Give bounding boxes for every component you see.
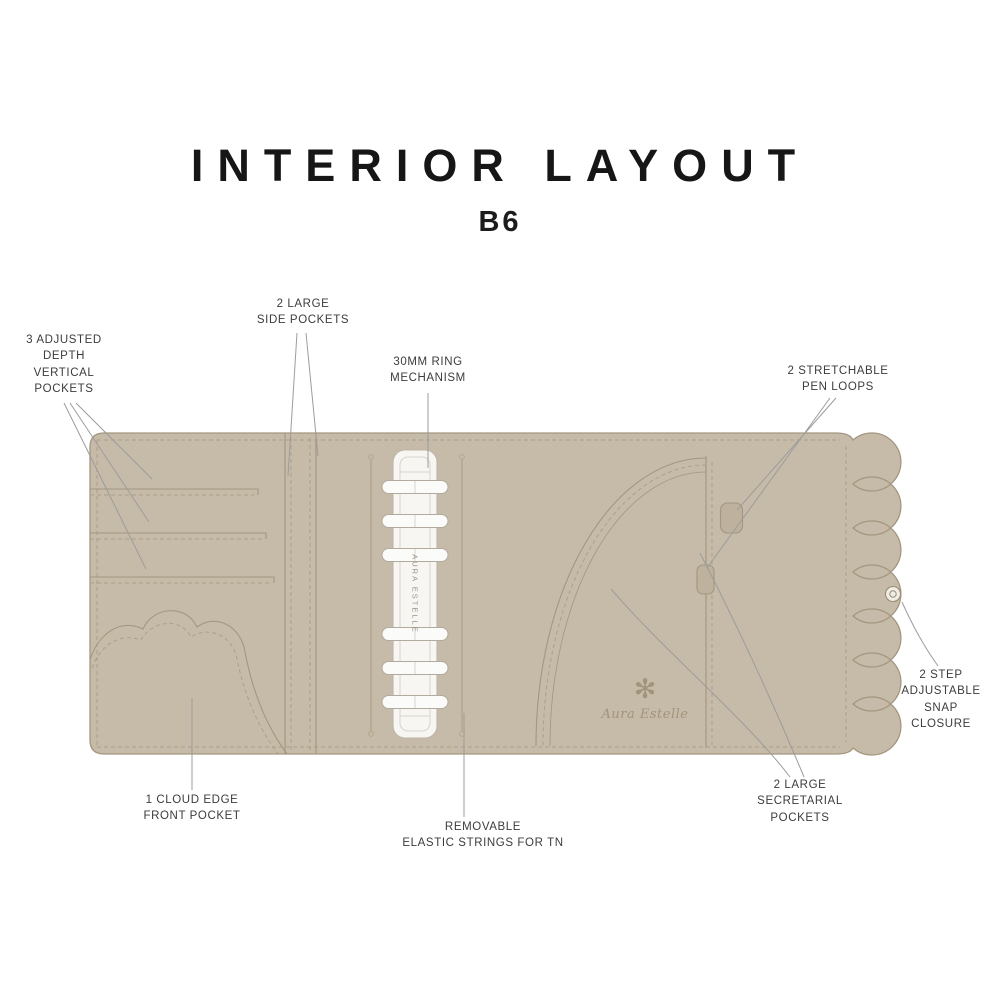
vertical-pockets bbox=[90, 488, 275, 584]
mechanism-end-marks bbox=[400, 471, 430, 717]
logo-flower-icon: ✻ bbox=[634, 674, 657, 705]
leader-side-pockets bbox=[287, 332, 319, 477]
pen-loop-top bbox=[719, 502, 744, 534]
label-secretarial-pockets: 2 LARGE SECRETARIAL POCKETS bbox=[757, 779, 843, 824]
planner-outline bbox=[89, 432, 902, 756]
brand-logo: ✻ Aura Estelle bbox=[601, 674, 689, 722]
mechanism-plate bbox=[399, 456, 431, 732]
pocket-stitching bbox=[90, 494, 270, 584]
leader-pen-loops bbox=[706, 397, 837, 569]
cloud-pocket-edge bbox=[89, 610, 288, 755]
label-snap-closure: 2 STEP ADJUSTABLE SNAP CLOSURE bbox=[901, 669, 981, 730]
page-subtitle: B6 bbox=[478, 206, 522, 238]
ring-mechanism: AURA ESTELLE bbox=[381, 449, 449, 739]
planner-body bbox=[89, 432, 902, 756]
pocket-outer-curve bbox=[535, 457, 707, 747]
secretarial-pockets bbox=[535, 456, 713, 748]
string-hook bbox=[368, 454, 374, 460]
label-ring-mechanism: 30MM RING MECHANISM bbox=[390, 356, 466, 385]
snap-button bbox=[884, 585, 902, 603]
rings bbox=[381, 480, 449, 709]
leader-secretarial-pockets bbox=[610, 552, 805, 778]
logo-script-text: Aura Estelle bbox=[601, 707, 689, 722]
callout-lines bbox=[63, 332, 939, 817]
edge-stitching bbox=[96, 439, 847, 748]
spine-brand-text: AURA ESTELLE bbox=[411, 554, 420, 633]
side-pockets bbox=[284, 433, 317, 754]
label-side-pockets: 2 LARGE SIDE POCKETS bbox=[256, 298, 350, 327]
pocket-inner-curve bbox=[549, 471, 707, 747]
page-title: INTERIOR LAYOUT bbox=[190, 140, 810, 191]
fold-stitching bbox=[290, 438, 311, 750]
leader-vertical-pockets bbox=[63, 402, 153, 570]
fold-lines bbox=[284, 433, 317, 754]
string-hook bbox=[459, 454, 465, 460]
pocket-edges bbox=[90, 488, 275, 583]
snap-button-center bbox=[889, 590, 897, 598]
pen-loop-bottom bbox=[696, 564, 715, 595]
pen-loops bbox=[696, 502, 744, 595]
label-elastic-strings: REMOVABLE ELASTIC STRINGS FOR TN bbox=[402, 821, 564, 850]
cloud-front-pocket bbox=[89, 610, 288, 755]
label-vertical-pockets: 3 ADJUSTED DEPTH VERTICAL POCKETS bbox=[26, 334, 102, 395]
elastic-strings bbox=[368, 454, 465, 737]
label-cloud-pocket: 1 CLOUD EDGE FRONT POCKET bbox=[143, 794, 241, 823]
string-hook bbox=[368, 731, 374, 737]
leader-snap-closure bbox=[901, 601, 939, 667]
snap-closure bbox=[884, 585, 902, 603]
label-pen-loops: 2 STRETCHABLE PEN LOOPS bbox=[787, 365, 889, 394]
pocket-curve-stitching bbox=[542, 464, 707, 747]
